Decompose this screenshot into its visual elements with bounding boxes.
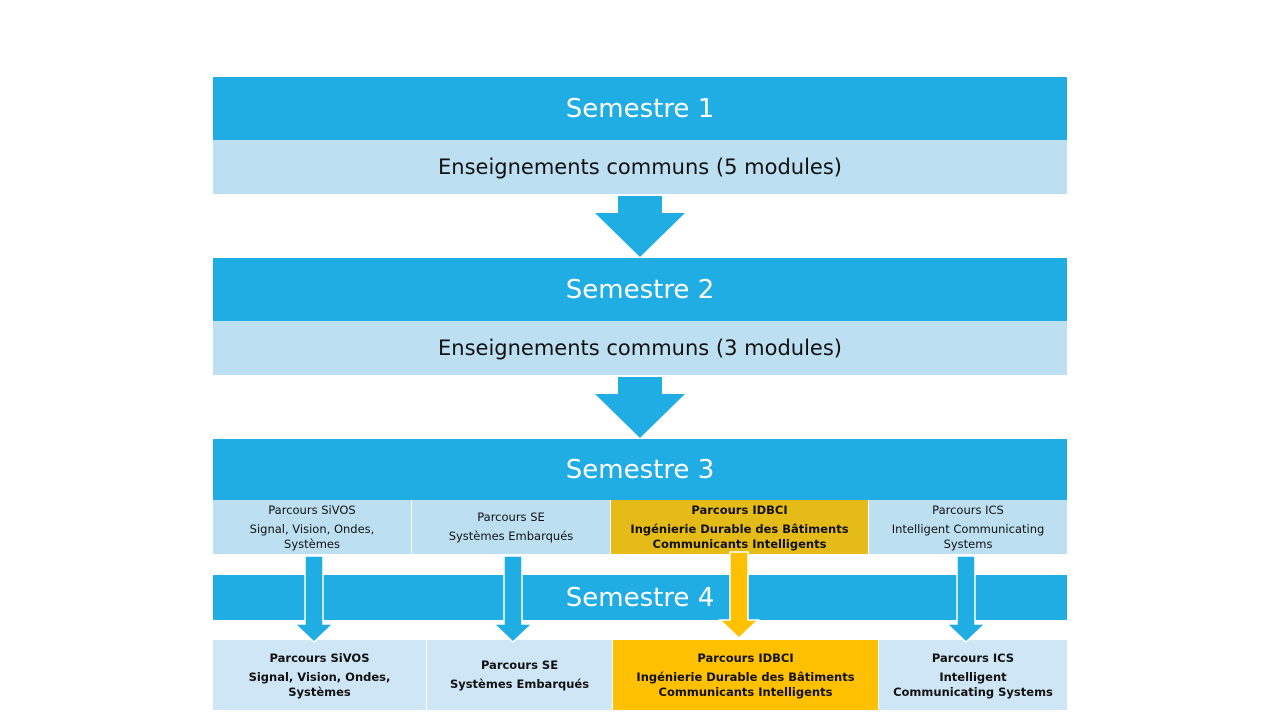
s4-parcours-idbci: Parcours IDBCI Ingénierie Durable des Bâ… [613, 640, 878, 710]
s3-sivos-desc: Signal, Vision, Ondes, Systèmes [249, 521, 375, 551]
s4-ics-desc: Intelligent Communicating Systems [893, 669, 1053, 699]
arrow-s1-s2-icon [595, 196, 685, 257]
s4-idbci-name: Parcours IDBCI [697, 650, 794, 665]
s3-se-desc: Systèmes Embarqués [448, 529, 574, 543]
arrow-ics-icon [945, 555, 987, 644]
semester2-content-box: Enseignements communs (3 modules) [213, 321, 1067, 375]
semester2-header: Semestre 2 [213, 258, 1067, 321]
semester2-content: Enseignements communs (3 modules) [438, 336, 842, 360]
s4-sivos-name: Parcours SiVOS [269, 650, 370, 665]
s4-se-desc: Systèmes Embarqués [449, 677, 590, 691]
s4-idbci-desc: Ingénierie Durable des Bâtiments Communi… [636, 669, 855, 699]
semester4-header: Semestre 4 [213, 575, 1067, 620]
s3-idbci-name: Parcours IDBCI [691, 502, 788, 517]
s3-ics-desc: Intelligent Communicating Systems [891, 521, 1045, 551]
s4-parcours-ics: Parcours ICS Intelligent Communicating S… [879, 640, 1067, 710]
s4-sivos-desc: Signal, Vision, Ondes, Systèmes [248, 669, 391, 699]
s3-parcours-se: Parcours SE Systèmes Embarqués [412, 500, 610, 554]
s4-ics-name: Parcours ICS [931, 650, 1015, 665]
s4-parcours-se: Parcours SE Systèmes Embarqués [427, 640, 612, 710]
s4-parcours-sivos: Parcours SiVOS Signal, Vision, Ondes, Sy… [213, 640, 426, 710]
semester2-title: Semestre 2 [565, 274, 715, 305]
semester1-title: Semestre 1 [565, 93, 715, 124]
arrow-se-icon [492, 555, 534, 644]
s4-se-name: Parcours SE [480, 658, 559, 672]
s3-idbci-desc: Ingénierie Durable des Bâtiments Communi… [630, 521, 849, 551]
semester3-title: Semestre 3 [565, 454, 715, 485]
semester3-header: Semestre 3 [213, 439, 1067, 500]
semester1-content: Enseignements communs (5 modules) [438, 155, 842, 179]
arrow-sivos-icon [293, 555, 335, 644]
arrow-idbci-icon [718, 551, 760, 640]
s3-parcours-sivos: Parcours SiVOS Signal, Vision, Ondes, Sy… [213, 500, 411, 554]
semester1-content-box: Enseignements communs (5 modules) [213, 140, 1067, 194]
arrow-s2-s3-icon [595, 377, 685, 438]
semester4-title: Semestre 4 [565, 582, 715, 613]
s3-parcours-idbci: Parcours IDBCI Ingénierie Durable des Bâ… [611, 500, 868, 554]
s3-sivos-name: Parcours SiVOS [268, 502, 356, 517]
s3-se-name: Parcours SE [477, 510, 545, 524]
semester1-header: Semestre 1 [213, 77, 1067, 140]
s3-ics-name: Parcours ICS [932, 502, 1004, 517]
s3-parcours-ics: Parcours ICS Intelligent Communicating S… [869, 500, 1067, 554]
